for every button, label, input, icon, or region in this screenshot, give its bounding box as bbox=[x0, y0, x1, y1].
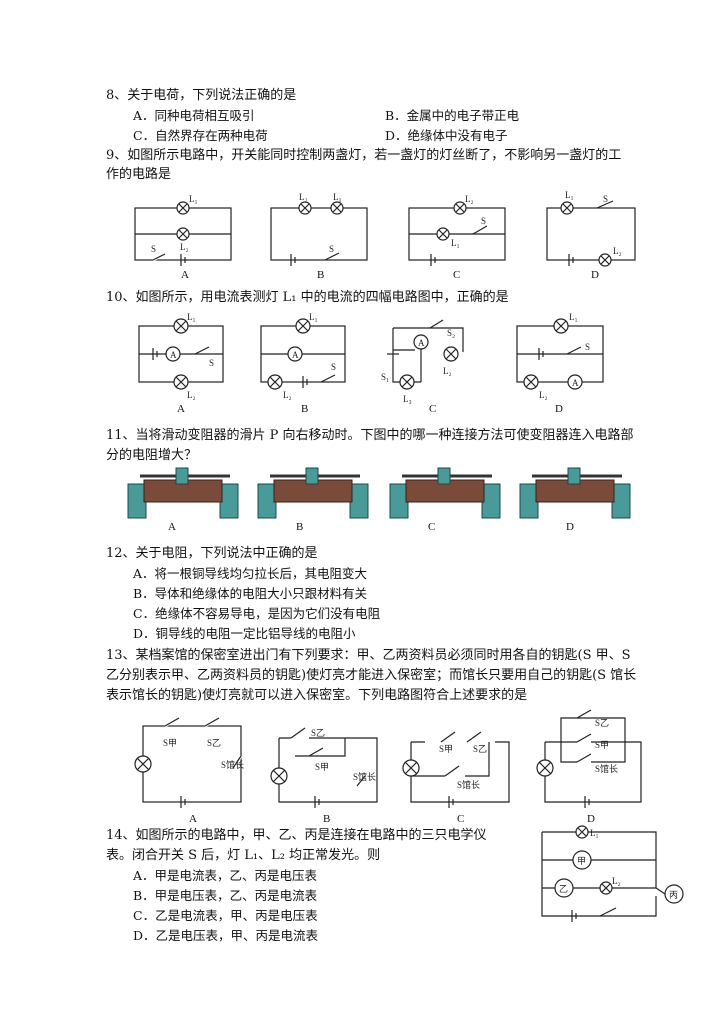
q13-label-c: C bbox=[457, 813, 464, 824]
q14-option-d: D．乙是电压表，甲、丙是电流表 bbox=[133, 928, 319, 943]
svg-text:S₂: S₂ bbox=[447, 328, 455, 338]
q13-label-a: A bbox=[189, 813, 197, 824]
svg-text:A: A bbox=[418, 338, 425, 348]
q10-label-d: D bbox=[555, 403, 563, 415]
q13-circuit-figures: S甲 S乙 S馆长 S乙 S甲 S馆长 S甲 S乙 S馆长 S乙 S甲 S馆长 A B C D bbox=[134, 709, 642, 824]
q14-stem-line1: 14、如图所示的电路中，甲、乙、丙是连接在电路中的三只电学仪 bbox=[106, 828, 487, 843]
svg-text:L₂: L₂ bbox=[283, 390, 292, 400]
svg-text:S乙: S乙 bbox=[311, 728, 325, 738]
q12-option-a: A．将一根铜导线均匀拉长后，其电阻变大 bbox=[133, 566, 368, 581]
svg-text:S馆长: S馆长 bbox=[221, 759, 244, 770]
svg-text:L₂: L₂ bbox=[613, 246, 622, 256]
q9-label-a: A bbox=[181, 269, 189, 280]
q11-label-d: D bbox=[566, 521, 574, 533]
svg-text:S甲: S甲 bbox=[315, 762, 329, 772]
svg-text:S: S bbox=[481, 216, 486, 226]
svg-text:S: S bbox=[329, 244, 334, 254]
svg-text:S馆长: S馆长 bbox=[353, 771, 376, 782]
q11-stem-line1: 11、当将滑动变阻器的滑片 P 向右移动时。下图中的哪一种连接方法可使变阻器连入… bbox=[106, 428, 634, 443]
svg-text:S: S bbox=[603, 194, 608, 204]
q9-stem-line1: 9、如图所示电路中，开关能同时控制两盏灯，若一盏灯的灯丝断了，不影响另一盏灯的工 bbox=[106, 148, 622, 163]
svg-text:A: A bbox=[572, 378, 579, 388]
svg-text:S₁: S₁ bbox=[381, 372, 389, 382]
q10-label-a: A bbox=[177, 403, 185, 415]
svg-text:L₁: L₁ bbox=[565, 190, 574, 200]
svg-text:S: S bbox=[331, 362, 336, 372]
q11-label-a: A bbox=[168, 521, 176, 533]
svg-text:L₂: L₂ bbox=[465, 194, 474, 204]
q8-option-b: B．金属中的电子带正电 bbox=[385, 108, 520, 123]
q13-label-b: B bbox=[323, 813, 330, 824]
q14-option-b: B．甲是电压表，乙、丙是电流表 bbox=[133, 888, 318, 903]
q14-option-a: A．甲是电流表，乙、丙是电压表 bbox=[133, 868, 318, 883]
q10-label-c: C bbox=[429, 403, 436, 415]
svg-text:S甲: S甲 bbox=[439, 744, 453, 754]
svg-text:S: S bbox=[585, 342, 590, 352]
q12-option-d: D．铜导线的电阻一定比铝导线的电阻小 bbox=[133, 626, 356, 641]
q13-stem-line2: 乙分别表示甲、乙两资料员的钥匙)使灯亮才能进入保密室；而馆长只要用自己的钥匙(S… bbox=[106, 668, 637, 683]
svg-text:L₂: L₂ bbox=[299, 192, 308, 202]
q10-label-b: B bbox=[301, 403, 308, 415]
svg-text:A: A bbox=[170, 350, 177, 360]
q13-stem-line3: 表示馆长的钥匙)使灯亮就可以进入保密室。下列电路图符合上述要求的是 bbox=[106, 688, 528, 703]
svg-text:L₁: L₁ bbox=[451, 238, 460, 248]
svg-text:L₂: L₂ bbox=[187, 390, 196, 400]
svg-text:L₂: L₂ bbox=[180, 242, 189, 252]
svg-text:L₁: L₁ bbox=[189, 194, 198, 204]
svg-text:S乙: S乙 bbox=[473, 744, 487, 754]
q10-circuit-figures: A L₁ L₂ S A L₁ L₂ S A S₂ L₂ S₁ L₃ A L₁ S L₂ A B C D bbox=[138, 312, 604, 415]
q13-label-d: D bbox=[587, 813, 595, 824]
svg-text:S甲: S甲 bbox=[595, 740, 609, 750]
q9-label-d: D bbox=[591, 269, 599, 280]
svg-text:S馆长: S馆长 bbox=[595, 763, 618, 774]
q9-label-c: C bbox=[453, 269, 460, 280]
q9-label-b: B bbox=[317, 269, 324, 280]
q11-rheostat-figures: A B C D bbox=[126, 466, 632, 533]
q11-label-c: C bbox=[428, 521, 435, 533]
svg-text:L₁: L₁ bbox=[309, 312, 318, 322]
svg-text:L₂: L₂ bbox=[539, 390, 548, 400]
svg-text:L₁: L₁ bbox=[569, 312, 578, 322]
q8-option-d: D．绝缘体中没有电子 bbox=[385, 128, 508, 143]
svg-text:L₃: L₃ bbox=[403, 394, 412, 404]
q14-option-c: C．乙是电流表，甲、丙是电压表 bbox=[133, 908, 318, 923]
q8-stem: 8、关于电荷，下列说法正确的是 bbox=[106, 88, 297, 103]
svg-text:S: S bbox=[209, 358, 214, 368]
q14-meter-jia: 甲 bbox=[577, 856, 586, 866]
q14-circuit-figure: L₁ L₂ 甲 乙 丙 bbox=[541, 825, 684, 922]
svg-text:S: S bbox=[151, 244, 156, 254]
svg-text:S乙: S乙 bbox=[595, 718, 609, 728]
svg-text:S乙: S乙 bbox=[207, 738, 221, 748]
q9-stem-line2: 作的电路是 bbox=[106, 167, 172, 182]
svg-text:A: A bbox=[292, 350, 299, 360]
svg-text:S甲: S甲 bbox=[163, 738, 177, 748]
q12-option-b: B．导体和绝缘体的电阻大小只跟材料有关 bbox=[133, 586, 368, 601]
q12-stem: 12、关于电阻，下列说法中正确的是 bbox=[106, 546, 318, 561]
svg-text:L₂: L₂ bbox=[443, 366, 452, 376]
q11-label-b: B bbox=[296, 521, 303, 533]
svg-text:L₁: L₁ bbox=[590, 828, 599, 838]
svg-text:L₁: L₁ bbox=[187, 312, 196, 322]
q12-option-c: C．绝缘体不容易导电，是因为它们没有电阻 bbox=[133, 606, 381, 621]
q14-stem-line2: 表。闭合开关 S 后，灯 L₁、L₂ 均正常发光。则 bbox=[106, 848, 381, 863]
q14-meter-yi: 乙 bbox=[559, 884, 568, 894]
q13-stem-line1: 13、某档案馆的保密室进出门有下列要求：甲、乙两资料员必须同时用各自的钥匙(S … bbox=[106, 648, 631, 663]
svg-text:L₁: L₁ bbox=[333, 192, 342, 202]
q9-circuit-figures: L₁ L₂ S L₂ L₁ S L₂ L₁ S L₁ S L₂ A B C D bbox=[134, 190, 636, 280]
q10-stem: 10、如图所示，用电流表测灯 L₁ 中的电流的四幅电路图中，正确的是 bbox=[106, 290, 509, 305]
q14-meter-bing: 丙 bbox=[669, 890, 678, 900]
q8-option-c: C．自然界存在两种电荷 bbox=[133, 128, 268, 143]
q11-stem-line2: 分的电阻增大？ bbox=[106, 448, 198, 463]
q8-option-a: A．同种电荷相互吸引 bbox=[133, 108, 255, 123]
svg-text:S馆长: S馆长 bbox=[457, 779, 480, 790]
svg-text:L₂: L₂ bbox=[612, 876, 621, 886]
